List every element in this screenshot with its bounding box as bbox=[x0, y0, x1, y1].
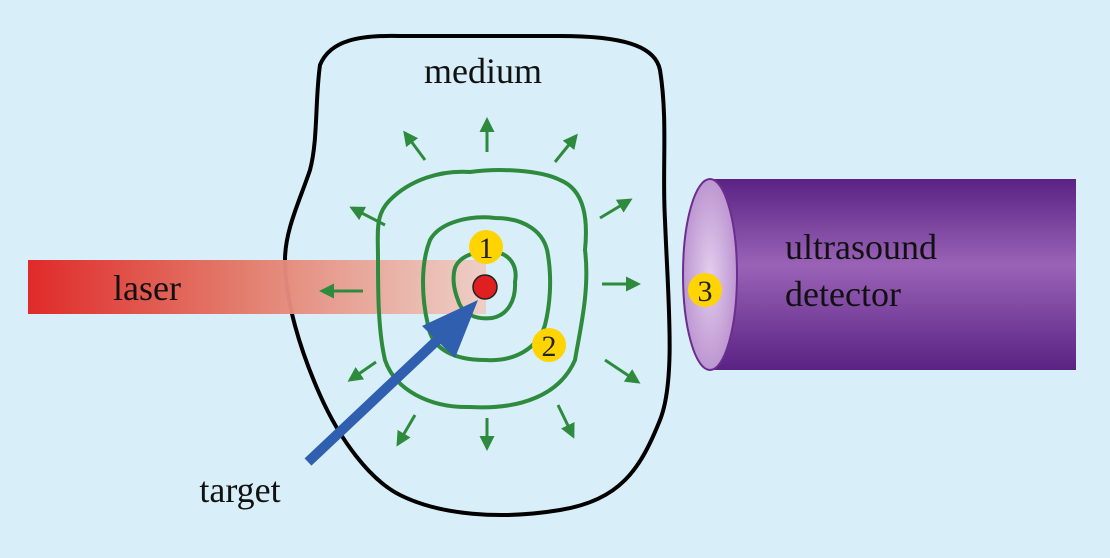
target-label: target bbox=[199, 470, 280, 510]
arrow-icon bbox=[396, 414, 417, 447]
marker-2: 2 bbox=[532, 328, 566, 363]
wave-front-outer bbox=[375, 168, 589, 410]
medium-label: medium bbox=[424, 51, 542, 91]
arrow-icon bbox=[604, 358, 641, 384]
detector-body bbox=[710, 179, 1076, 370]
arrow-icon bbox=[599, 198, 633, 220]
arrow-icon bbox=[556, 404, 575, 439]
marker-3-label: 3 bbox=[698, 275, 713, 308]
marker-1-label: 1 bbox=[479, 232, 494, 265]
marker-3: 3 bbox=[688, 273, 722, 308]
marker-1: 1 bbox=[469, 230, 503, 265]
target-dot bbox=[472, 274, 498, 300]
pointer-arrowhead bbox=[422, 300, 478, 358]
wave-arrows bbox=[319, 117, 641, 451]
laser-label: laser bbox=[113, 268, 181, 308]
arrow-icon bbox=[347, 360, 377, 382]
target-pointer bbox=[304, 300, 478, 466]
detector-label-line2: detector bbox=[785, 274, 901, 314]
ultrasound-detector bbox=[682, 178, 1076, 371]
marker-2-label: 2 bbox=[542, 330, 557, 363]
laser-beam bbox=[28, 260, 486, 314]
arrow-icon bbox=[304, 326, 452, 466]
detector-label-line1: ultrasound bbox=[785, 227, 937, 267]
medium-outline bbox=[283, 33, 672, 517]
arrow-icon bbox=[403, 130, 427, 161]
arrow-icon bbox=[553, 133, 578, 163]
arrow-icon bbox=[349, 206, 386, 227]
